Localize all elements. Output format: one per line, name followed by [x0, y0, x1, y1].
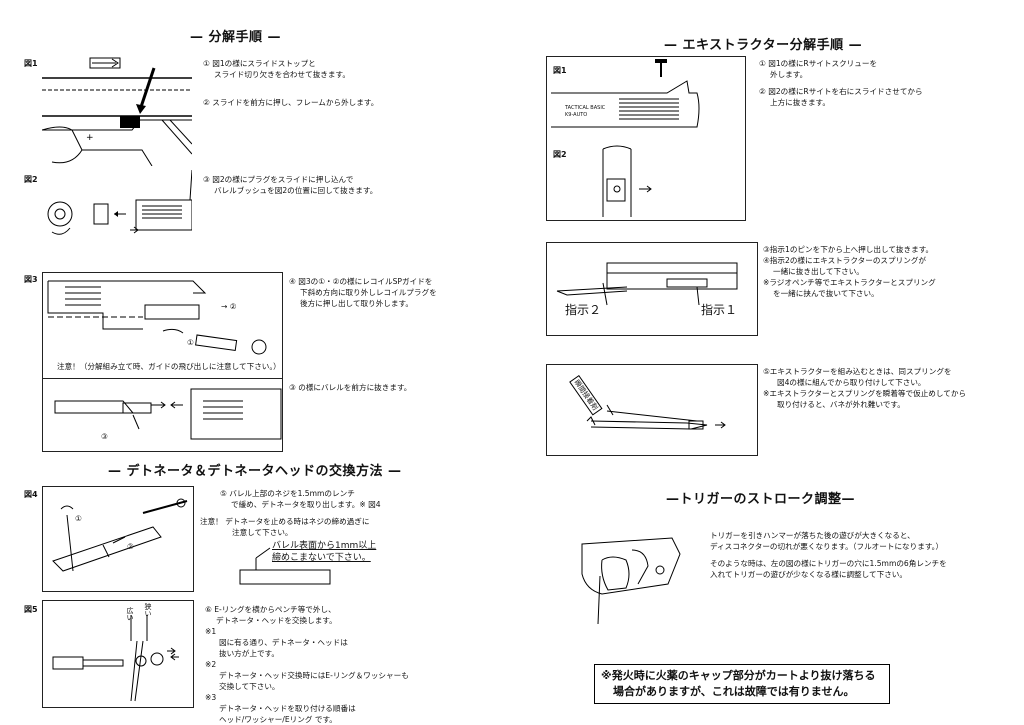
fig3-step4-line3: 後方に押し出して取り外します。	[300, 299, 413, 308]
fig4-mark-1: ①	[75, 514, 82, 523]
fig1-step1-line2: スライド切り欠きを合わせて抜きます。	[214, 70, 350, 79]
fig5-note1-line2: 抜い方が上です。	[219, 649, 279, 658]
extractor-fig4-frame: 瞬間接着剤	[546, 364, 758, 456]
extractor-step4-line2: 一緒に抜き出して下さい。	[773, 267, 864, 276]
fig2-step3-line2: バレルブッシュを図2の位置に回して抜きます。	[214, 186, 378, 195]
fig5-note2-line2: 交換して下さい。	[219, 682, 280, 691]
extractor-step5-note1: ※エキストラクターとスプリングを瞬着等で仮止めしてから	[763, 389, 967, 398]
fig5-note3-line1: デトネータ・ヘッドを取り付ける順番は	[219, 704, 356, 713]
fig5-step-line1: ⑥ E-リングを横からペンチ等で外し、	[205, 605, 336, 614]
fig2-step3-line1: ③ 図2の様にプラグをスライドに押し込んで	[203, 175, 354, 184]
fig4-label: 図4	[24, 490, 38, 499]
fig5-note2-line1: デトネータ・ヘッド交換時にはE-リング＆ワッシャーも	[219, 671, 409, 680]
fig3-barrel-removal-frame: ③	[42, 378, 283, 452]
trigger-text-line1: トリガーを引きハンマーが落ちた後の遊びが大きくなると、	[710, 531, 915, 540]
section-heading-disassembly: — 分解手順 —	[190, 30, 282, 45]
fig4-warn-line1: 注意！ デトネータを止める時はネジの締め過ぎに	[200, 517, 370, 526]
trigger-illustration	[572, 524, 692, 628]
fig1-step2: ② スライドを前方に押し、フレームから外します。	[203, 98, 379, 107]
fig3-mark-2: → ②	[221, 302, 237, 311]
fig1-slide-frame-illustration: +	[42, 54, 192, 166]
trigger-text-line4: 入れてトリガーの遊びが少なくなる様に調整して下さい。	[710, 570, 907, 579]
extractor-step5-line2: 図4の様に組んでから取り付けして下さい。	[777, 378, 926, 387]
fig5-note1-mark: ※1	[205, 627, 217, 636]
extractor-step4-line1: ④指示2の様にエキストラクターのスプリングが	[763, 256, 926, 265]
fig4-mark-2: ②	[127, 542, 134, 551]
trigger-text-line3: そのような時は、左の図の様にトリガーの穴に1.5mmの6角レンチを	[710, 559, 947, 568]
fig5-note3-line2: ヘッド/ワッシャー/Eリング です。	[219, 715, 337, 724]
fig2-bushing-illustration	[42, 170, 192, 242]
fig5-note3-mark: ※3	[205, 693, 217, 702]
fig4-boxed-line1: バレル表面から1mm以上	[272, 541, 377, 551]
fig1-label: 図1	[24, 59, 38, 68]
fig3-caution: 注意！（分解組み立て時、ガイドの飛び出しに注意して下さい。）	[57, 362, 281, 371]
svg-text:+: +	[86, 133, 94, 143]
section-heading-trigger: —トリガーのストローク調整—	[666, 492, 856, 507]
extractor-step3: ③指示1のピンを下から上へ押し出して抜きます。	[763, 245, 934, 254]
slide-engraving-line2: K9-AUTO	[565, 112, 588, 118]
extractor-step5-note2: 取り付けると、バネが外れ難いです。	[777, 400, 905, 409]
extractor-step5-line1: ⑤エキストラクターを組み込むときは、同スプリングを	[763, 367, 952, 376]
notice-line1: ※発火時に火薬のキャップ部分がカートより抜け落ちる	[601, 669, 876, 682]
fig5-step-line2: デトネータ・ヘッドを交換します。	[216, 616, 337, 625]
fig5-label-wide: 広い	[126, 607, 134, 621]
fig4-depth-callout: バレル表面から1mm以上 締めこまないで下さい。	[236, 540, 396, 592]
indicator-1: 指示１	[701, 303, 738, 317]
fig1-step1-line1: ① 図1の様にスライドストップと	[203, 59, 316, 68]
malfunction-notice-box: ※発火時に火薬のキャップ部分がカートより抜け落ちる 場合がありますが、これは故障…	[594, 664, 890, 704]
extractor-step4-note1: ※ラジオペンチ等でエキストラクターとスプリング	[763, 278, 936, 287]
fig3-mark-3: ③	[101, 432, 108, 441]
extractor-step2-line2: 上方に抜きます。	[770, 98, 830, 107]
fig5-label-narrow: 狭い	[144, 603, 152, 617]
fig4-step-line2: で緩め、デトネータを取り出します。※ 図4	[231, 500, 381, 509]
fig5-ering-illustration: 広い 狭い	[42, 600, 194, 708]
fig3-recoil-guide-frame: → ② ① 注意！（分解組み立て時、ガイドの飛び出しに注意して下さい。）	[42, 272, 283, 380]
extractor-step2-line1: ② 図2の様にRサイトを右にスライドさせてから	[759, 87, 923, 96]
extractor-fig2-label: 図2	[553, 150, 567, 159]
indicator-2: 指示２	[565, 303, 602, 317]
fig3-step4-line2: 下斜め方向に取り外しレコイルプラグを	[300, 288, 437, 297]
fig4-boxed-line2: 締めこまないで下さい。	[272, 553, 371, 563]
fig3-mark-1: ①	[187, 338, 194, 347]
extractor-step1-line2: 外します。	[770, 70, 808, 79]
section-heading-detonator: — デトネータ＆デトネータヘッドの交換方法 —	[108, 464, 402, 479]
slide-engraving-line1: TACTICAL BASIC	[565, 105, 606, 111]
fig5-note2-mark: ※2	[205, 660, 217, 669]
fig4-warn-line2: 注意して下さい。	[232, 528, 293, 537]
extractor-fig1-label: 図1	[553, 66, 567, 75]
extractor-step4-note2: を一緒に挟んで抜いて下さい。	[773, 289, 879, 298]
fig3-step4-line1: ④ 図3の①・②の様にレコイルSPガイドを	[289, 277, 433, 286]
fig3-step5: ③ の様にバレルを前方に抜きます。	[289, 383, 412, 392]
extractor-step1-line1: ① 図1の様にRサイトスクリューを	[759, 59, 878, 68]
extractor-fig3-frame: 指示２ 指示１	[546, 242, 758, 336]
fig3-label: 図3	[24, 275, 38, 284]
fig4-step-line1: ⑤ バレル上部のネジを1.5mmのレンチ	[220, 489, 355, 498]
extractor-fig1-fig2-frame: 図1 図2 TACTICAL BASIC K9-AUTO	[546, 56, 746, 221]
section-heading-extractor: — エキストラクター分解手順 —	[664, 38, 863, 53]
fig2-label: 図2	[24, 175, 38, 184]
notice-line2: 場合がありますが、これは故障では有りません。	[613, 685, 855, 698]
fig5-label: 図5	[24, 605, 38, 614]
trigger-text-line2: ディスコネクターの切れが悪くなります。（フルオートになります。）	[710, 542, 944, 551]
fig4-detonator-illustration: ① ②	[42, 486, 194, 592]
fig5-note1-line1: 図に有る通り、デトネータ・ヘッドは	[219, 638, 348, 647]
